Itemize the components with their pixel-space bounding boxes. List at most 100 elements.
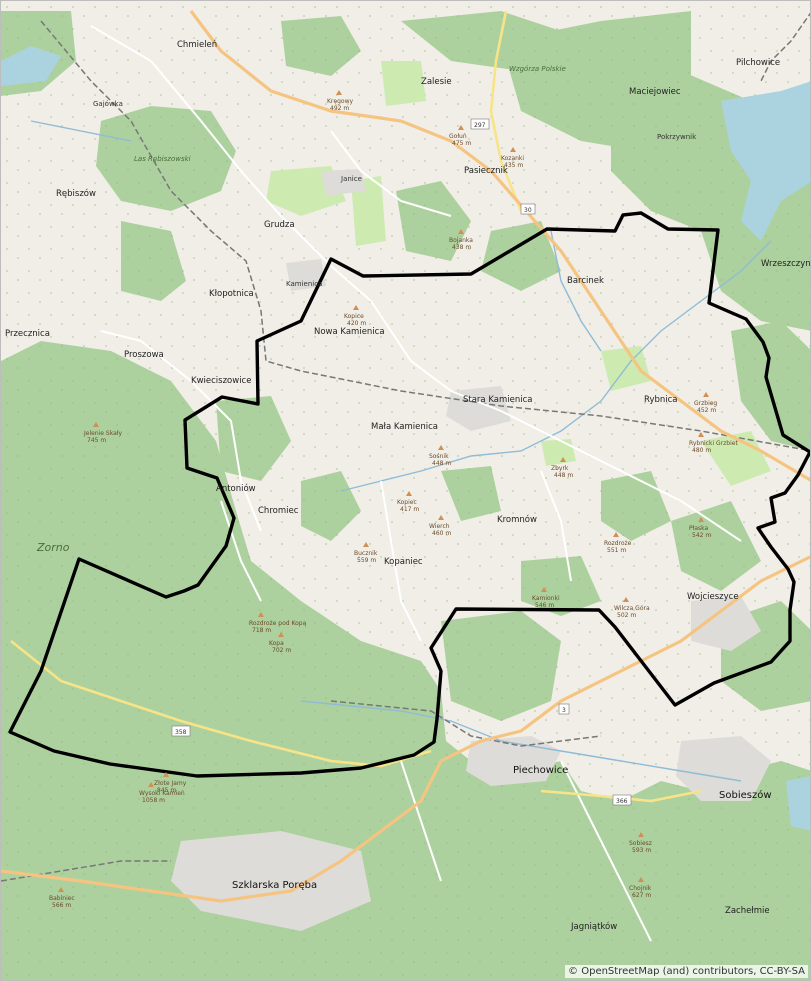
peak-name: Kozanki [501,155,524,162]
peak-marker-icon [703,392,709,397]
peak-marker-icon [163,772,169,777]
label-chmielen: Chmieleń [177,40,217,50]
peak-marker-icon [613,532,619,537]
residential-janice [321,169,366,196]
residential-wojcieszyce [691,596,761,651]
label-zalesie: Zalesie [421,77,452,87]
peak-name: Kopiec [397,499,417,506]
shield-366-text: 366 [616,798,628,805]
label-stara-kamienica: Stara Kamienica [463,395,532,405]
label-janice: Janice [340,175,362,183]
label-proszowa: Proszowa [124,350,164,360]
residential-kamienica [286,259,326,291]
peak-marker-icon [638,832,644,837]
water-bodies [1,46,810,831]
peak-name: Rozdroże [604,540,632,547]
stream-n [550,230,602,352]
peak-marker-icon [510,147,516,152]
label-piechowice: Piechowice [513,765,568,776]
peak-name: Grzbieg [694,400,717,407]
peak-elevation: 551 m [607,547,626,554]
peak-name: Płaska [689,525,708,532]
road-3-south [1,760,443,903]
label-las-rebiszowski: Las Rębiszowski [134,155,191,163]
label-nowa-kamienica: Nowa Kamienica [314,327,385,337]
label-maciejowiec: Maciejowiec [629,87,681,97]
study-area-boundary[interactable] [8,211,810,778]
lake-pilchowickie [721,81,810,241]
label-zorno: Zorno [36,541,70,554]
peak-marker-icon [58,887,64,892]
peak-name: Wierch [429,523,450,530]
label-grudza: Grudza [264,220,295,230]
peak-marker-icon [278,632,284,637]
map-attribution[interactable]: © OpenStreetMap (and) contributors, CC-B… [565,965,808,978]
residential-piechowice [466,736,561,786]
peak-marker-icon [336,90,342,95]
shield-297-text: 297 [474,122,486,129]
peak-marker-icon [458,125,464,130]
shield-358: 358 [171,725,191,737]
peak-marker-icon [363,542,369,547]
label-mala-kamienica: Mała Kamienica [371,422,438,432]
residential-sobieszow [676,736,771,801]
label-rybnica: Rybnica [644,395,678,405]
peak-elevation: 475 m [452,140,471,147]
peak-elevation: 559 m [357,557,376,564]
label-jagniatkow: Jagniątków [570,921,617,932]
label-wzgorza-polskie: Wzgórza Polskie [509,65,566,73]
peak-elevation: 566 m [52,902,71,909]
minor-roads [90,25,742,942]
peak-elevation: 480 m [692,447,711,454]
peak-elevation: 546 m [535,602,554,609]
peak-elevation: 435 m [504,162,523,169]
peak-name: Wysoki Kamień [139,790,185,797]
label-chromiec: Chromiec [258,506,299,516]
peak-name: Kopice [344,313,364,320]
peak-name: Gołuń [449,133,467,140]
shield-30: 30 [520,203,536,215]
peak-name: Kopa [269,640,284,647]
railway-ne [760,12,810,82]
shield-297: 297 [470,118,490,130]
railways [1,12,810,882]
stream-nw [30,120,132,142]
peak-marker-icon [698,432,704,437]
label-pilchowice: Pilchowice [736,58,780,68]
residential-szklarska [171,831,371,931]
peak-name: Bucznik [354,550,378,557]
peak-marker-icon [458,229,464,234]
label-gajowka: Gajówka [93,100,123,108]
peak-elevation: 448 m [432,460,451,467]
peak-elevation: 845 m [157,787,176,794]
road-3 [440,555,810,763]
label-wrzeszczyn: Wrzeszczyn [761,259,811,269]
peak-name: Chojnik [629,885,652,892]
peak-name: Bojanka [449,237,473,244]
peak-marker-icon [258,612,264,617]
peak-elevation: 460 m [432,530,451,537]
label-kromnow: Kromnów [497,514,537,525]
peak-marker-icon [148,782,154,787]
peak-elevation: 417 m [400,506,419,513]
residential-areas [171,169,771,931]
label-pasiecznik: Pasiecznik [464,166,508,176]
shield-3-text: 3 [562,707,566,714]
peak-elevation: 593 m [632,847,651,854]
peak-name: Jelenie Skały [83,430,122,437]
peak-marker-icon [406,491,412,496]
